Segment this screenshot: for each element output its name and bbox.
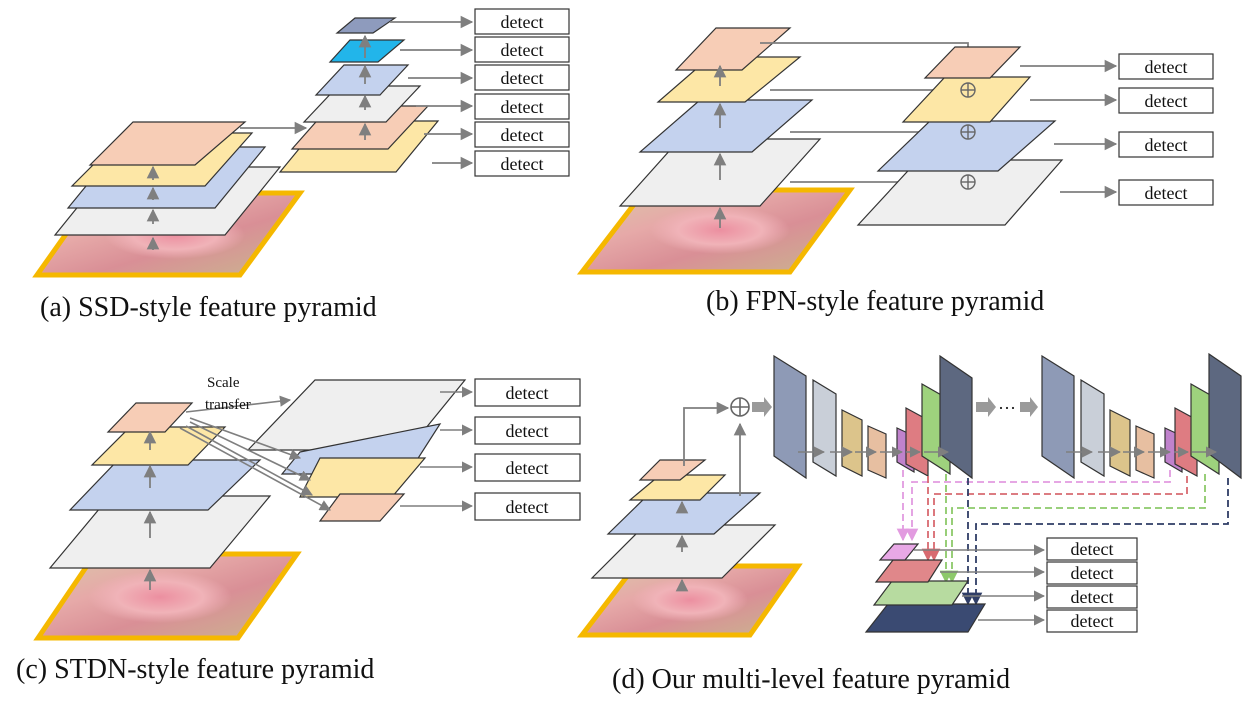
layer-blue — [68, 459, 262, 511]
detect-boxes-c: detect detect detect detect — [474, 378, 581, 521]
layer-green — [872, 580, 970, 606]
detect-label: detect — [1145, 135, 1188, 155]
detect-label: detect — [1145, 183, 1188, 203]
panel-d-multilevel: ··· — [576, 352, 1242, 695]
tum-block-1 — [773, 354, 973, 480]
panel-c-stdn: Scale transfer detect detect detect dete… — [16, 375, 581, 685]
detect-label: detect — [506, 497, 549, 517]
ellipsis: ··· — [998, 398, 1016, 418]
layer-yellow-right — [901, 76, 1032, 123]
plus-icon — [730, 397, 750, 417]
detect-label: detect — [1071, 539, 1114, 559]
caption-a: (a) SSD-style feature pyramid — [40, 292, 377, 323]
layer-red — [874, 559, 944, 583]
detect-label: detect — [1071, 563, 1114, 583]
detect-label: detect — [1071, 587, 1114, 607]
detect-label: detect — [506, 383, 549, 403]
scale-transfer-label: Scale — [207, 375, 240, 391]
caption-d: (d) Our multi-level feature pyramid — [612, 664, 1010, 695]
layer-peach — [88, 121, 247, 166]
layer-peach — [674, 27, 792, 71]
layer-slate-right — [335, 17, 397, 34]
layer-yellow — [656, 56, 802, 103]
detect-boxes-d: detect detect detect detect — [1046, 537, 1138, 633]
layer-cyan-right — [328, 39, 406, 63]
layer-peach-right — [923, 46, 1022, 79]
caption-c: (c) STDN-style feature pyramid — [16, 654, 374, 685]
layer-pink — [878, 543, 920, 561]
detect-label: detect — [1145, 57, 1188, 77]
layer-blue — [638, 99, 814, 153]
layer-peach — [106, 402, 194, 433]
detect-boxes-a: detect detect detect detect detect detec… — [474, 8, 570, 177]
input-image — [576, 563, 803, 638]
plus-icon — [960, 82, 976, 190]
layer-navy — [864, 603, 987, 633]
detect-label: detect — [501, 68, 544, 88]
layer-gray-right — [856, 159, 1064, 226]
layer-yellow — [628, 474, 727, 501]
layer-yellow — [90, 426, 227, 466]
layer-blue-right — [314, 64, 410, 96]
tum-block-2 — [1041, 352, 1242, 480]
detect-label: detect — [501, 40, 544, 60]
layer-blue — [606, 492, 762, 535]
detect-label: detect — [501, 97, 544, 117]
panel-a-ssd: detect detect detect detect detect detec… — [32, 8, 570, 323]
detect-label: detect — [506, 421, 549, 441]
input-image — [33, 551, 302, 641]
detect-label: detect — [506, 458, 549, 478]
layer-gray-large — [246, 379, 467, 451]
layer-yellow-right — [299, 457, 427, 498]
detect-label: detect — [501, 12, 544, 32]
detect-label: detect — [1145, 91, 1188, 111]
layer-peach — [638, 459, 707, 481]
caption-b: (b) FPN-style feature pyramid — [706, 286, 1044, 317]
input-image — [576, 187, 855, 275]
detect-label: detect — [501, 125, 544, 145]
detect-label: detect — [501, 154, 544, 174]
panel-b-fpn: detect detect detect detect (b) FPN-styl… — [576, 27, 1214, 317]
detect-label: detect — [1071, 611, 1114, 631]
layer-peach-right — [318, 493, 406, 522]
scale-transfer-label: transfer — [205, 397, 251, 413]
layer-blue-right — [876, 120, 1057, 172]
detect-boxes-b: detect detect detect detect — [1118, 53, 1214, 206]
layer-gray — [590, 524, 777, 579]
